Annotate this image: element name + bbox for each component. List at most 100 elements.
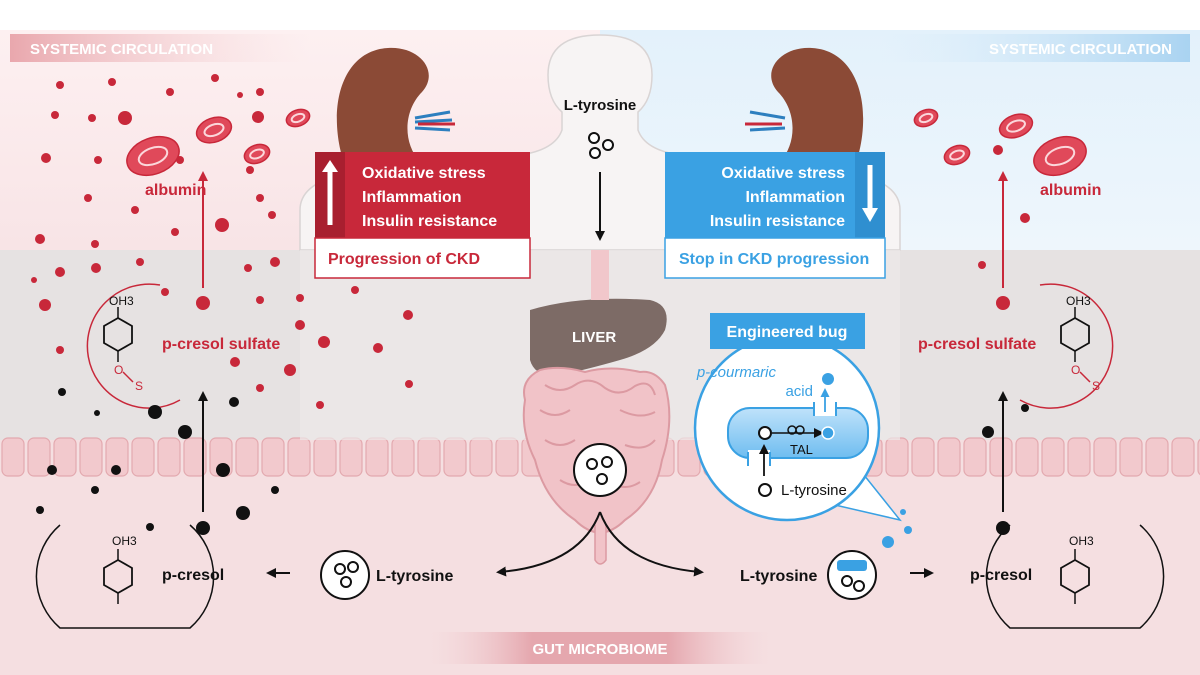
right-cresol-label: p-cresol	[970, 567, 1032, 584]
left-cresol-sulfate-molecule: OH3 O S	[86, 283, 181, 409]
left-oh3-cresol: OH3	[112, 534, 137, 548]
left-sulfate-label: p-cresol sulfate	[162, 336, 280, 353]
epithelial-cell	[261, 437, 285, 477]
cresol-sulfate-dot	[131, 206, 139, 214]
coumaric-dot	[882, 536, 894, 548]
to-left-arrow	[496, 511, 601, 577]
red-blood-cell	[943, 144, 971, 166]
bug-title: Engineered bug	[727, 324, 848, 341]
cresol-dot	[271, 486, 279, 494]
left-effect-2: Inflammation	[362, 189, 462, 206]
epithelial-cell	[79, 437, 103, 477]
right-effect-3: Insulin resistance	[710, 213, 845, 230]
cresol-sulfate-dot	[91, 263, 101, 273]
cresol-sulfate-dot	[256, 296, 264, 304]
cresol-sulfate-dot	[993, 145, 1003, 155]
cresol-sulfate-dot	[237, 92, 243, 98]
right-header-title: SYSTEMIC CIRCULATION	[989, 41, 1172, 58]
red-blood-cell	[126, 135, 180, 177]
epithelial-cell	[183, 437, 207, 477]
cresol-sulfate-dot	[230, 357, 240, 367]
cresol-sulfate-dot	[284, 364, 296, 376]
cresol-dot	[58, 388, 66, 396]
cresol-sulfate-dot	[373, 343, 383, 353]
epithelial-cell	[1145, 437, 1169, 477]
epithelial-cell	[131, 437, 155, 477]
right-albumin-label: albumin	[1040, 182, 1101, 199]
right-effect-2: Inflammation	[745, 189, 845, 206]
left-header-title: SYSTEMIC CIRCULATION	[30, 41, 213, 58]
epithelial-cell	[1015, 437, 1039, 477]
epithelial-cell	[495, 437, 519, 477]
cresol-dot	[94, 410, 100, 416]
right-effects-box: Oxidative stress Inflammation Insulin re…	[664, 152, 886, 279]
cresol-sulfate-dot	[215, 218, 229, 232]
liver-organ: LIVER	[530, 298, 667, 376]
red-blood-cell	[285, 108, 311, 128]
red-blood-cell	[998, 113, 1034, 139]
gut-tyrosine-pool	[573, 443, 627, 497]
right-o-atom: O	[1071, 363, 1080, 377]
cresol-dot	[229, 397, 239, 407]
left-header-bg	[10, 34, 310, 62]
bottom-header-title: GUT MICROBIOME	[533, 641, 668, 658]
cresol-sulfate-dot	[118, 111, 132, 125]
right-tyrosine-node	[827, 550, 877, 600]
cresol-sulfate-dot	[211, 74, 219, 82]
left-o-atom: O	[114, 363, 123, 377]
red-blood-cell	[243, 143, 271, 165]
cresol-sulfate-dot	[56, 81, 64, 89]
right-cresol-molecule: OH3	[1060, 534, 1094, 604]
right-tyrosine-label: L-tyrosine	[740, 568, 817, 585]
cresol-sulfate-dot	[351, 286, 359, 294]
bug-substrate: L-tyrosine	[781, 482, 847, 499]
bug-product-line2: acid	[785, 383, 813, 400]
cresol-sulfate-dot	[166, 88, 174, 96]
right-s-atom: S	[1092, 379, 1100, 393]
left-effect-3: Insulin resistance	[362, 213, 497, 230]
epithelial-cell	[1041, 437, 1065, 477]
left-outcome: Progression of CKD	[328, 251, 480, 268]
left-cresol-label: p-cresol	[162, 567, 224, 584]
bottom-header-bg	[430, 632, 770, 664]
right-sulfate-label: p-cresol sulfate	[918, 336, 1036, 353]
epithelial-cell	[235, 437, 259, 477]
cresol-dot	[111, 465, 121, 475]
cresol-sulfate-dot	[268, 211, 276, 219]
cresol-sulfate-dot	[256, 384, 264, 392]
cresol-sulfate-dot	[252, 111, 264, 123]
cresol-dot	[36, 506, 44, 514]
right-header-bg	[880, 34, 1190, 62]
cresol-dot	[146, 523, 154, 531]
cresol-sulfate-dot	[244, 264, 252, 272]
right-effect-1: Oxidative stress	[721, 165, 845, 182]
cresol-dot	[216, 463, 230, 477]
engineered-bug-callout: Engineered bug p-courmaric acid TAL L-ty…	[693, 313, 902, 522]
cresol-sulfate-dot	[56, 346, 64, 354]
cresol-sulfate-dot	[246, 166, 254, 174]
bug-product-line1: p-courmaric	[696, 364, 777, 381]
cresol-sulfate-dot	[51, 111, 59, 119]
left-tyrosine-label: L-tyrosine	[376, 568, 453, 585]
cresol-sulfate-dot	[256, 194, 264, 202]
cresol-sulfate-dot	[136, 258, 144, 266]
cresol-dot	[236, 506, 250, 520]
cresol-sulfate-dot	[39, 299, 51, 311]
cresol-sulfate-dot	[405, 380, 413, 388]
epithelial-cell	[157, 437, 181, 477]
tyrosine-molecules-top	[588, 132, 614, 159]
cresol-sulfate-dot	[403, 310, 413, 320]
right-pathway: L-tyrosine p-cresol p-cresol sulfate alb…	[496, 171, 1165, 629]
epithelial-cell	[53, 437, 77, 477]
epithelial-cell	[937, 437, 961, 477]
left-effect-1: Oxidative stress	[362, 165, 486, 182]
cresol-sulfate-dot	[35, 234, 45, 244]
epithelial-cell	[963, 437, 987, 477]
cresol-sulfate-dot	[88, 114, 96, 122]
epithelial-cell	[1, 437, 25, 477]
epithelial-cell	[1119, 437, 1143, 477]
particles	[31, 74, 1087, 531]
cresol-sulfate-dot	[161, 288, 169, 296]
